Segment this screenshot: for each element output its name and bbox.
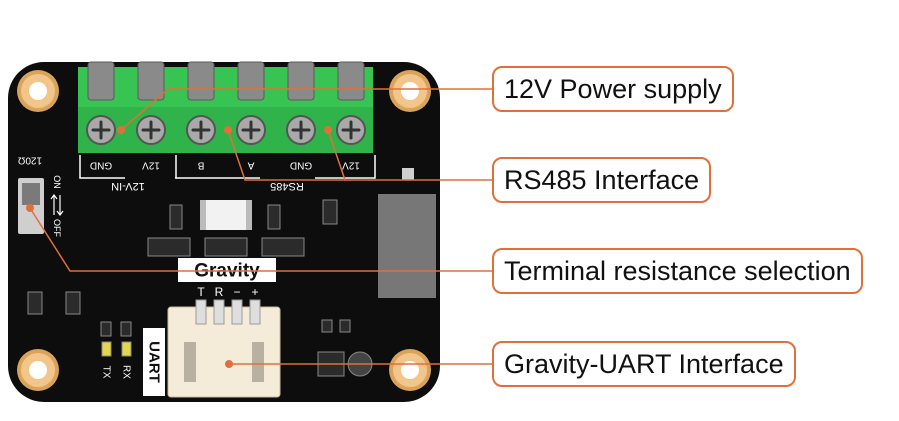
- group-label-12v-in: 12V-IN: [111, 180, 145, 192]
- terminal-label-4: A: [247, 160, 254, 171]
- callout-gravity-uart-text: Gravity-UART Interface: [504, 348, 784, 379]
- callout-power-supply-text: 12V Power supply: [504, 73, 722, 104]
- switch-off-label: OFF: [52, 219, 62, 237]
- uart-label: UART: [146, 341, 163, 383]
- callout-rs485-interface: RS485 Interface: [492, 157, 712, 203]
- group-label-rs485: RS485: [270, 180, 304, 192]
- callout-gravity-uart: Gravity-UART Interface: [492, 341, 796, 387]
- leader-line-rs485: [224, 126, 492, 181]
- uart-label-plate: [143, 328, 165, 396]
- uart-pin-gnd: −: [233, 285, 240, 299]
- terminal-label-1: GND: [90, 160, 112, 171]
- callout-power-supply: 12V Power supply: [492, 66, 734, 112]
- terminal-label-6: 12V: [342, 160, 360, 171]
- led-tx-label: TX: [101, 366, 112, 379]
- leader-line-uart: [225, 360, 492, 368]
- led-tx-icon: [101, 341, 112, 357]
- mounting-hole-bottom-right: [389, 349, 431, 391]
- small-led-component: [402, 168, 414, 180]
- terminal-label-2: 12V: [142, 160, 160, 171]
- terminal-label-5: GND: [290, 160, 312, 171]
- leader-line-power: [117, 88, 492, 134]
- callout-terminal-resistance: Terminal resistance selection: [492, 248, 863, 294]
- led-rx-label: RX: [121, 365, 132, 379]
- uart-pin-t: T: [197, 285, 205, 299]
- led-rx-icon: [121, 341, 132, 357]
- mounting-hole-top-left: [17, 70, 59, 112]
- capacitor: [200, 200, 252, 230]
- ic-chip: [378, 194, 436, 298]
- callout-terminal-resistance-text: Terminal resistance selection: [504, 255, 851, 286]
- leader-line-termination: [26, 204, 492, 272]
- switch-value-label: 120Ω: [17, 155, 42, 166]
- callout-rs485-interface-text: RS485 Interface: [504, 164, 700, 195]
- switch-arrow: [50, 194, 64, 216]
- brand-plate: [178, 258, 276, 282]
- mounting-hole-top-right: [389, 70, 431, 112]
- uart-pin-r: R: [215, 285, 224, 299]
- terminal-label-3: B: [197, 160, 204, 171]
- mounting-hole-bottom-left: [17, 349, 59, 391]
- small-components: [27, 199, 351, 377]
- terminal-silkscreen: [79, 155, 376, 179]
- switch-on-label: ON: [52, 175, 62, 189]
- uart-pin-vcc: +: [251, 285, 258, 299]
- screw-terminal-block: [78, 61, 373, 153]
